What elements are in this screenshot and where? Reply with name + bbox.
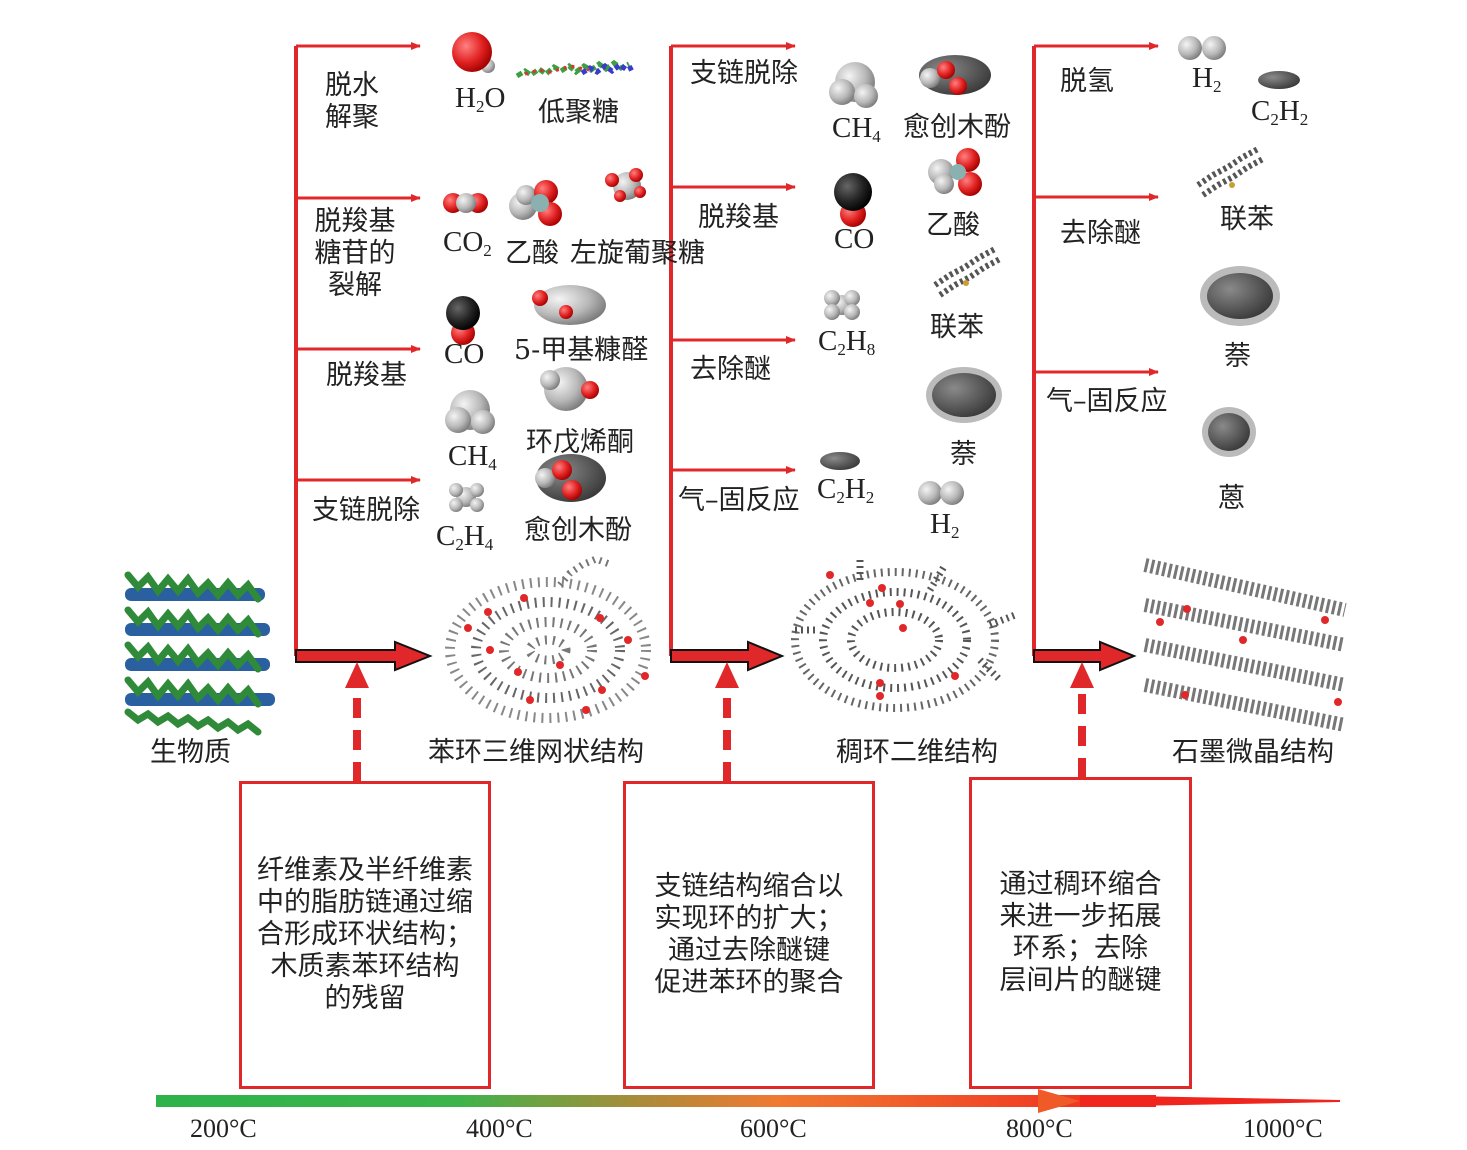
biphenyl-molecule-2	[1196, 146, 1265, 198]
c2h8-molecule	[824, 290, 860, 320]
stage-2-connector	[669, 42, 796, 656]
description-1-text: 纤维素及半纤维素 中的脂肪链通过缩 合形成环状结构； 木质素苯环结构 的残留	[257, 855, 473, 1014]
naphthalene-molecule-2	[1200, 266, 1280, 326]
fused-ring-2d-image	[791, 560, 1017, 712]
structure-graphite-label: 石墨微晶结构	[1172, 737, 1334, 768]
temperature-arrow	[156, 1089, 1340, 1113]
graphite-microcrystal-image	[1143, 558, 1347, 732]
product-h2-2: H2	[1192, 62, 1222, 96]
product-c2h2-2: C2H2	[1251, 95, 1309, 129]
product-anthracene: 蒽	[1218, 483, 1245, 514]
acetic-acid-molecule-1	[509, 180, 562, 226]
h2-molecule-2	[1178, 36, 1226, 60]
guaiacol-molecule-1	[535, 454, 606, 502]
biphenyl-molecule-1	[933, 246, 1002, 298]
naphthalene-molecule-1	[926, 367, 1002, 423]
product-cyclopentenone: 环戊烯酮	[526, 427, 634, 458]
stage-1-step-2-label: 脱羧基 糖苷的 裂解	[314, 206, 396, 301]
product-ch4-2: CH4	[832, 112, 881, 146]
stage-1-main-arrow	[295, 640, 433, 672]
stage-2-step-3-label: 去除醚	[690, 354, 771, 385]
product-ch4-1: CH4	[448, 440, 497, 474]
co2-molecule	[443, 193, 488, 213]
stage-1-step-1-label: 脱水 解聚	[325, 70, 379, 133]
stage-1-connector	[294, 42, 421, 656]
temp-label-1000: 1000°C	[1243, 1114, 1323, 1143]
temp-label-800: 800°C	[1006, 1114, 1073, 1143]
stage-1-step-3-label: 脱羧基	[326, 360, 407, 391]
c2h2-molecule-2	[1258, 71, 1300, 89]
product-acetic-acid-2: 乙酸	[926, 210, 980, 241]
product-biphenyl-2: 联苯	[1220, 204, 1274, 235]
levoglucosan-molecule	[605, 168, 646, 202]
product-h2o: H2O	[455, 82, 506, 116]
c2h4-molecule	[449, 483, 484, 512]
product-co-1: CO	[444, 338, 485, 370]
stage-2-dashed-arrow	[715, 662, 739, 782]
product-naphthalene-1: 萘	[950, 439, 977, 470]
product-acetic-acid-1: 乙酸	[505, 238, 559, 269]
product-co2: CO2	[443, 226, 492, 260]
biomass-structure-image	[124, 571, 275, 736]
stage-2-main-arrow	[670, 640, 785, 672]
stage-1-dashed-arrow	[345, 662, 369, 782]
cyclopentenone-molecule	[540, 367, 599, 411]
temp-label-400: 400°C	[466, 1114, 533, 1143]
product-oligosaccharide: 低聚糖	[538, 97, 619, 128]
stage-3-connector	[1032, 42, 1159, 656]
stage-3-step-3-label: 气–固反应	[1046, 386, 1168, 417]
temp-label-600: 600°C	[740, 1114, 807, 1143]
description-3-text: 通过稠环缩合 来进一步拓展 环系；去除 层间片的醚键	[999, 869, 1162, 996]
structure-fused-ring-label: 稠环二维结构	[836, 737, 998, 768]
stage-3-main-arrow	[1033, 640, 1137, 672]
product-levoglucosan: 左旋葡聚糖	[570, 238, 705, 269]
structure-biomass-label: 生物质	[150, 737, 231, 768]
benzene-3d-network-image	[445, 555, 651, 723]
h2o-molecule	[452, 32, 495, 73]
c2h2-molecule-1	[820, 452, 860, 470]
stage-3-step-1-label: 脱氢	[1060, 66, 1114, 97]
methylfurfural-molecule	[532, 285, 606, 325]
product-guaiacol-2: 愈创木酚	[903, 112, 1011, 143]
product-h2-1: H2	[930, 508, 960, 542]
description-box-1: 纤维素及半纤维素 中的脂肪链通过缩 合形成环状结构； 木质素苯环结构 的残留	[239, 781, 491, 1089]
description-box-3: 通过稠环缩合 来进一步拓展 环系；去除 层间片的醚键	[969, 777, 1192, 1089]
stage-3-step-2-label: 去除醚	[1060, 218, 1141, 249]
product-biphenyl-1: 联苯	[930, 312, 984, 343]
stage-2-step-2-label: 脱羧基	[698, 202, 779, 233]
co-molecule-1	[446, 296, 480, 345]
product-methylfurfural: 5-甲基糠醛	[514, 335, 649, 366]
anthracene-molecule	[1202, 407, 1256, 457]
h2-molecule-1	[918, 481, 964, 505]
product-guaiacol-1: 愈创木酚	[524, 515, 632, 546]
product-c2h2-1: C2H2	[817, 473, 875, 507]
product-c2h4: C2H4	[436, 520, 494, 554]
ch4-molecule-1	[445, 390, 495, 434]
temp-label-200: 200°C	[190, 1114, 257, 1143]
structure-benzene-network-label: 苯环三维网状结构	[428, 737, 644, 768]
stage-2-step-4-label: 气–固反应	[678, 485, 800, 516]
ch4-molecule-2	[829, 62, 878, 108]
stage-3-dashed-arrow	[1070, 662, 1094, 778]
product-c2h8: C2H8	[818, 325, 876, 359]
oligosaccharide-molecule	[515, 59, 637, 79]
acetic-acid-molecule-2	[928, 148, 982, 196]
stage-2-step-1-label: 支链脱除	[690, 58, 798, 89]
guaiacol-molecule-2	[919, 55, 991, 95]
co-molecule-2	[834, 173, 872, 227]
description-box-2: 支链结构缩合以 实现环的扩大； 通过去除醚键 促进苯环的聚合	[623, 781, 875, 1089]
description-2-text: 支链结构缩合以 实现环的扩大； 通过去除醚键 促进苯环的聚合	[654, 871, 844, 998]
product-co-2: CO	[834, 223, 875, 255]
product-naphthalene-2: 萘	[1224, 341, 1251, 372]
stage-1-step-4-label: 支链脱除	[312, 495, 420, 526]
